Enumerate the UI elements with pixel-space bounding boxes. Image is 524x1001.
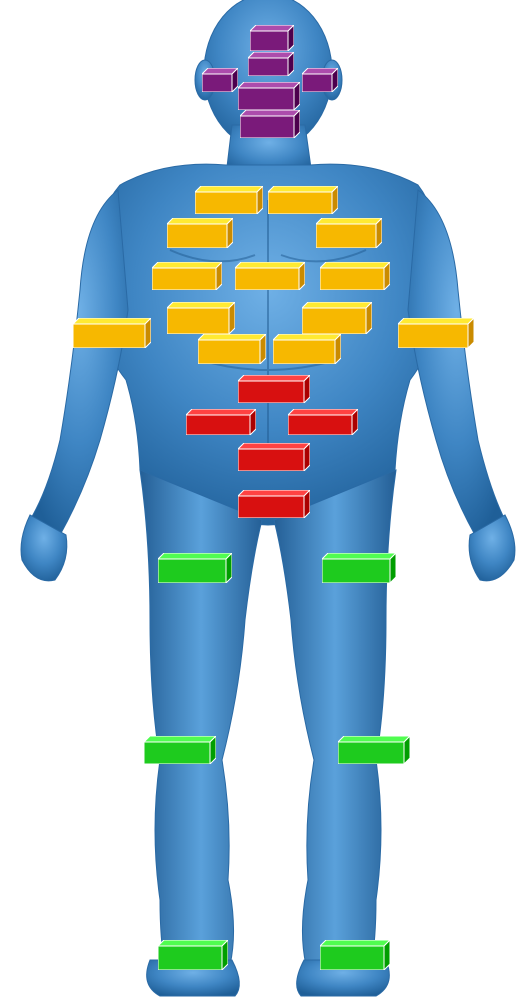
- head-marker-block: [238, 82, 300, 110]
- abdomen-marker-block: [288, 409, 358, 435]
- torso-marker-block: [198, 334, 266, 364]
- torso-marker-block: [268, 186, 338, 214]
- head-marker-block: [202, 68, 238, 92]
- torso-marker-block: [73, 318, 151, 348]
- abdomen-marker-block: [238, 443, 310, 471]
- legs-marker-block: [158, 940, 228, 970]
- legs-marker-block: [158, 553, 232, 583]
- legs-marker-block: [144, 736, 216, 764]
- torso-marker-block: [195, 186, 263, 214]
- head-marker-block: [302, 68, 338, 92]
- abdomen-marker-block: [238, 490, 310, 518]
- torso-marker-block: [235, 262, 305, 290]
- torso-marker-block: [302, 302, 372, 334]
- head-marker-block: [240, 110, 300, 138]
- head-marker-block: [248, 52, 294, 76]
- torso-marker-block: [152, 262, 222, 290]
- torso-marker-block: [320, 262, 390, 290]
- head-marker-block: [250, 25, 294, 51]
- torso-marker-block: [273, 334, 341, 364]
- torso-marker-block: [167, 302, 235, 334]
- legs-marker-block: [338, 736, 410, 764]
- legs-marker-block: [322, 553, 396, 583]
- torso-marker-block: [398, 318, 474, 348]
- abdomen-marker-block: [186, 409, 256, 435]
- torso-marker-block: [167, 218, 233, 248]
- abdomen-marker-block: [238, 375, 310, 403]
- torso-marker-block: [316, 218, 382, 248]
- legs-marker-block: [320, 940, 390, 970]
